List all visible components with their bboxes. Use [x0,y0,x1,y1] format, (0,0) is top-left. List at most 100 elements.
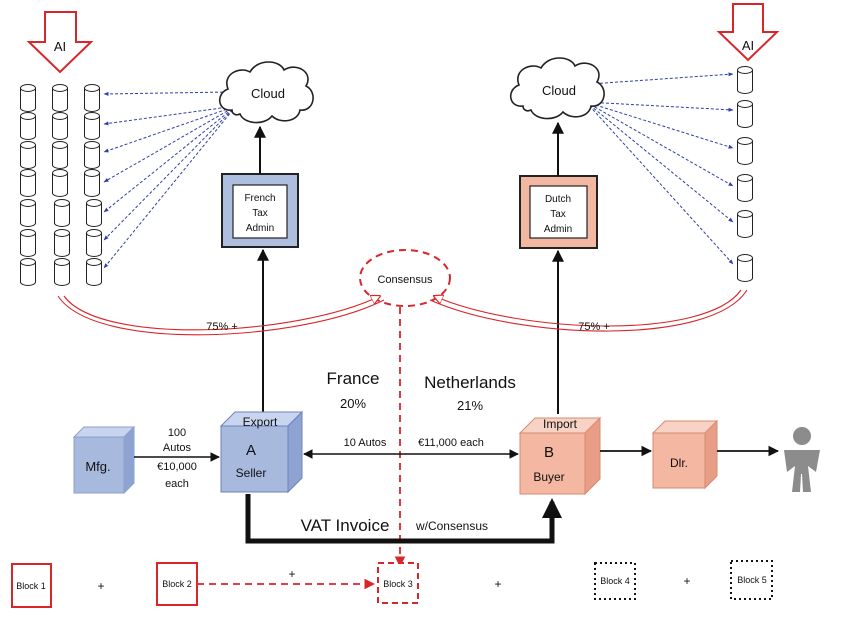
dutch-admin-line-2: Tax [550,209,566,220]
database-icon [20,112,36,140]
database-icon [737,66,753,94]
cloud-label-right: Cloud [542,83,576,98]
seller-role: Seller [236,466,267,480]
database-icon [52,169,68,197]
buyer-cube: Import B Buyer [518,416,602,496]
seller-tag: Export [243,415,278,429]
mfg-cube: Mfg. [72,425,136,495]
block-2: Block 2 [156,562,198,606]
vat-invoice-path [245,494,562,544]
buyer-role: Buyer [533,470,564,484]
database-icon [20,199,36,227]
french-tax-admin-box: French Tax Admin [221,173,299,248]
dutch-tax-admin-box: Dutch Tax Admin [519,175,598,249]
cloud-node-link [103,91,229,96]
database-icon [52,112,68,140]
block-3: Block 3 [377,562,419,604]
mfg-flow-line-1: 100 [168,427,186,439]
consensus-label: Consensus [377,274,433,286]
database-icon [20,229,36,257]
cloud-node-link [585,101,734,223]
cloud-node-link [589,72,734,85]
buyer-letter: B [544,444,554,461]
database-icon [20,258,36,286]
block-2-label: Block 2 [162,579,192,589]
trade-price: €11,000 each [418,437,484,449]
french-admin-line-3: Admin [246,223,274,234]
dealer-label: Dlr. [670,456,688,470]
vat-invoice-suffix: w/Consensus [415,519,488,533]
consensus-link-right: 75% + [429,289,748,333]
consensus-node: Consensus [359,249,451,307]
database-icon [20,169,36,197]
plus-sign-4: + [683,574,690,588]
buyer-tag: Import [543,417,578,431]
database-icon [52,84,68,112]
consensus-link-left: 75% + [57,296,385,336]
database-icon [737,210,753,238]
person-icon [784,427,820,492]
database-icon [737,137,753,165]
country-france: France [327,369,380,388]
cloud-icon-left: Cloud [219,61,314,124]
cloud-to-node-links [103,72,734,269]
database-icon [20,84,36,112]
database-icon [86,229,102,257]
french-admin-line-2: Tax [252,208,268,219]
seller-cube: Export A Seller [219,410,304,494]
block-3-label: Block 3 [383,579,413,589]
cloud-label-left: Cloud [251,86,285,101]
database-icon [84,84,100,112]
cloud-node-link [103,105,237,213]
cloud-node-link [103,105,237,153]
dealer-cube: Dlr. [651,419,719,490]
cloud-node-link [585,101,734,187]
cloud-node-link [103,105,237,241]
database-icon [737,100,753,128]
country-netherlands: Netherlands [424,373,516,392]
ai-arrow-left: AI [26,11,94,74]
database-nodes-right [737,66,753,282]
cloud-node-link [585,101,734,149]
database-icon [54,199,70,227]
plus-sign-2: + [288,567,295,581]
block-5-label: Block 5 [737,575,767,585]
ai-label-left: AI [54,39,66,54]
database-icon [54,229,70,257]
database-icon [84,112,100,140]
dutch-admin-line-3: Admin [544,224,572,235]
threshold-left: 75% + [206,321,238,333]
threshold-right: 75% + [578,321,610,333]
seller-letter: A [246,442,256,459]
block-4-label: Block 4 [600,576,630,586]
database-icon [737,254,753,282]
mfg-flow-line-2: Autos [163,442,192,454]
block-5: Block 5 [730,560,773,600]
database-icon [86,199,102,227]
plus-sign-1: + [97,579,104,593]
plus-sign-3: + [494,577,501,591]
database-icon [54,258,70,286]
cloud-node-link [103,105,237,269]
database-icon [20,141,36,169]
database-icon [86,258,102,286]
mfg-label: Mfg. [85,459,110,474]
block-1: Block 1 [11,563,52,608]
block-4: Block 4 [594,562,636,600]
cloud-icon-right: Cloud [510,57,605,120]
french-admin-line-1: French [244,193,275,204]
vat-invoice-title: VAT Invoice [301,516,390,535]
database-icon [52,141,68,169]
database-icon [84,169,100,197]
ai-arrow-right: AI [716,3,780,62]
ai-label-right: AI [742,38,754,53]
database-icon [737,174,753,202]
cloud-node-link [585,101,734,265]
trade-quantity: 10 Autos [344,437,387,449]
mfg-flow-line-4: each [165,478,189,490]
cloud-node-link [103,105,237,183]
rate-france: 20% [340,396,366,411]
dutch-admin-line-1: Dutch [545,194,571,205]
block-1-label: Block 1 [16,581,46,591]
